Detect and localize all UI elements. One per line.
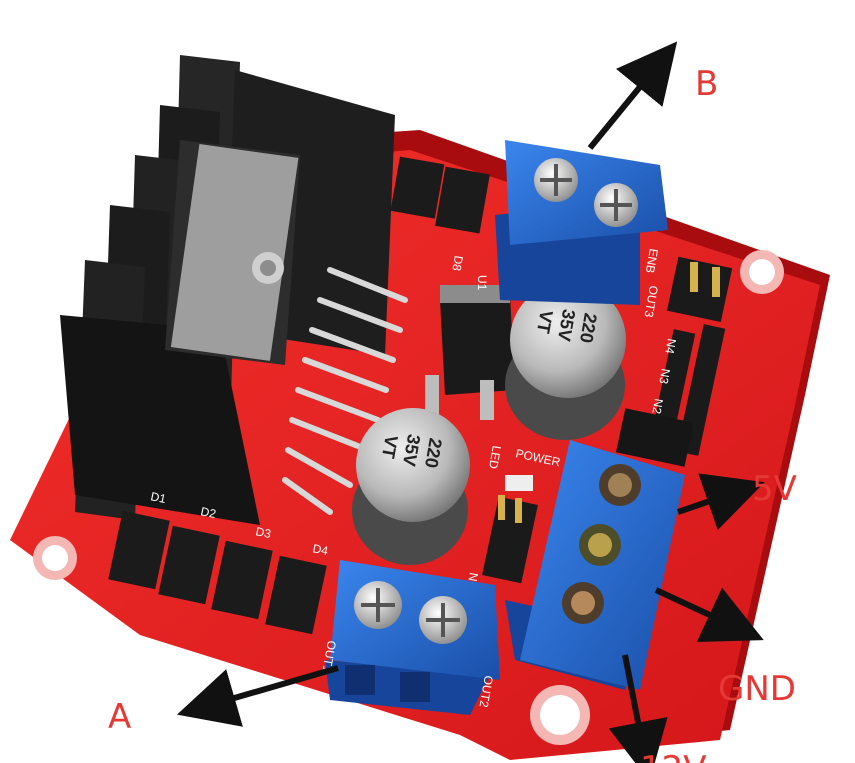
label-gnd: GND <box>718 669 796 709</box>
terminal-block-b <box>495 140 668 305</box>
ic-legs <box>282 267 408 515</box>
silkscreen-d2: D2 <box>199 504 217 521</box>
voltage-regulator: U1 <box>425 275 515 420</box>
arrow-a <box>176 665 339 727</box>
terminal-block-a: OUT1 OUT2 <box>319 560 500 715</box>
annotation-arrows <box>176 41 765 763</box>
power-led <box>505 475 533 491</box>
jumper-header-right: ENB OUT3 N4 N3 N2 <box>615 247 733 467</box>
silkscreen-in2: N2 <box>649 397 666 415</box>
silkscreen-u1: U1 <box>475 275 489 291</box>
arrow-12v <box>608 654 668 763</box>
silkscreen-d1: D1 <box>149 489 167 506</box>
label-a: A <box>108 697 131 737</box>
label-b: B <box>695 64 718 104</box>
silkscreen-enb: ENB <box>643 247 661 274</box>
heatsink <box>60 55 395 525</box>
label-5v: 5V <box>752 469 797 509</box>
silkscreen-out2: OUT2 <box>476 674 495 708</box>
silkscreen-d8: D8 <box>449 254 466 272</box>
arrow-b <box>587 41 678 150</box>
capacitor-brand-2: VT <box>378 434 402 460</box>
capacitor-brand: VT <box>533 309 557 335</box>
diodes-bottom: D1 D2 D3 D4 <box>108 489 330 635</box>
arrow-gnd <box>654 587 764 643</box>
silkscreen-d4: D4 <box>311 541 329 558</box>
capacitor-top: 220 35V VT <box>505 282 626 440</box>
terminal-block-power <box>505 440 685 690</box>
label-12v: 12V <box>640 749 707 763</box>
silkscreen-in3: N3 <box>656 367 673 385</box>
arrow-5v <box>677 473 765 531</box>
capacitor-center: 220 35V VT <box>352 408 470 565</box>
chip-tab <box>170 144 299 361</box>
silkscreen-out1: OUT1 <box>319 639 338 673</box>
silkscreen-in4: N4 <box>662 337 679 355</box>
diodes-top: D8 <box>390 156 490 272</box>
silkscreen-d3: D3 <box>254 524 272 541</box>
silkscreen-out3: OUT3 <box>641 284 660 318</box>
silkscreen-led: LED <box>486 444 504 470</box>
